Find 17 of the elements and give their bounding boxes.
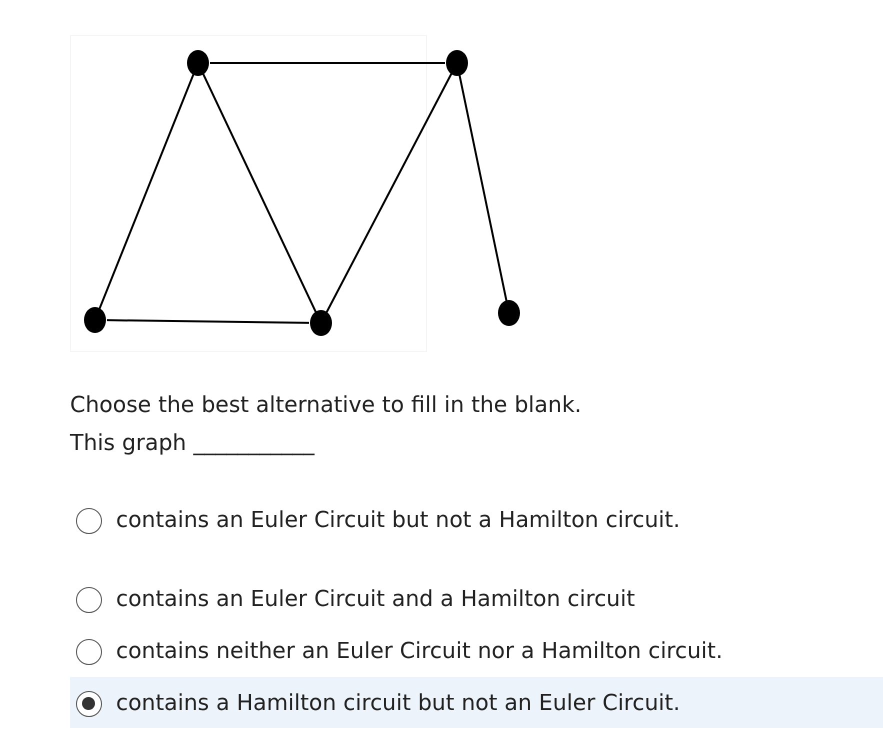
graph-edge <box>202 73 317 313</box>
option-label: contains an Euler Circuit and a Hamilton circuit <box>116 586 635 614</box>
graph-edge <box>106 319 310 324</box>
option-label: contains a Hamilton circuit but not an Euler Circuit. <box>116 690 680 718</box>
graph-vertex <box>84 307 106 333</box>
option-label: contains neither an Euler Circuit nor a Hamilton circuit. <box>116 638 723 666</box>
graph-edge <box>98 74 194 310</box>
graph-vertex <box>498 300 520 326</box>
graph-edge <box>458 74 508 302</box>
graph-vertex <box>310 310 332 336</box>
option-label: contains an Euler Circuit but not a Hamilton circuit. <box>116 507 680 535</box>
graph-vertex <box>446 50 468 76</box>
question-text: This graph ___________ <box>70 430 314 458</box>
graph-vertex <box>187 50 209 76</box>
graph-edge <box>326 73 452 313</box>
question-text: Choose the best alternative to fill in the blank. <box>70 392 582 420</box>
graph-edge <box>210 62 445 64</box>
